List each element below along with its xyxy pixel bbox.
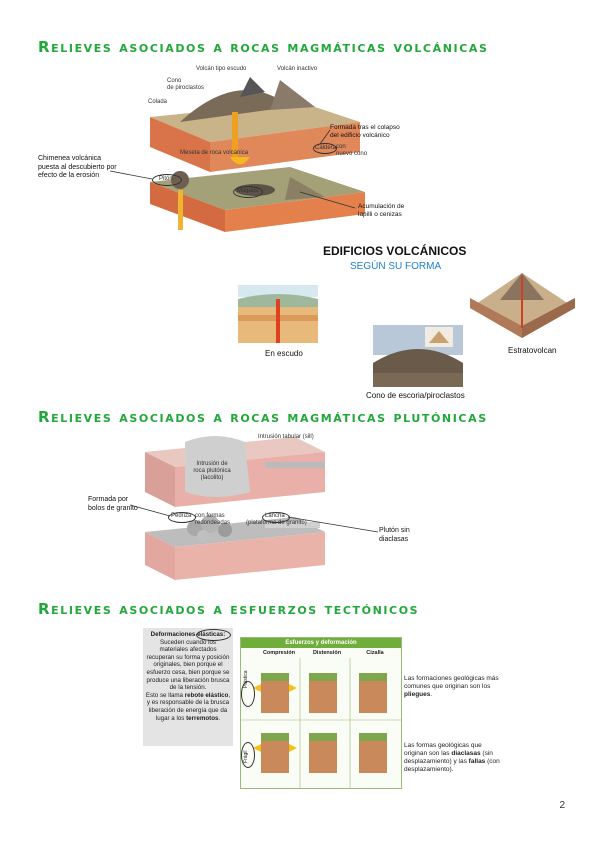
stress-deformation-grid: Esfuerzos y deformación Compresión Diste…	[240, 637, 402, 789]
label-pedriza: Pedriza	[171, 513, 192, 519]
label-sill: Intrusión tabular (sill)	[258, 434, 314, 440]
grid-header: Esfuerzos y deformación	[241, 638, 401, 648]
label-shield-volcano: Volcán tipo escudo	[196, 66, 247, 72]
col-distension: Distensión	[312, 650, 342, 656]
volcanic-leader-lines	[109, 129, 356, 209]
elastic-deformation-box: Deformaciones elásticas: Suceden cuando …	[143, 628, 233, 746]
volcanic-buildings-subtitle: SEGÚN SU FORMA	[350, 261, 442, 272]
granite-note: Formada por bolos de granito	[88, 496, 138, 512]
box-text: Suceden cuando los materiales afectados …	[146, 638, 230, 692]
label-lancha-rest: (plataforma de granito)	[246, 520, 307, 526]
label-laccolith: Intrusión de roca plutónica (lacolito)	[193, 461, 231, 481]
deformation-blocks	[241, 658, 401, 788]
label-lancha: Lancha	[265, 513, 285, 519]
box-text-2: Esto se llama rebote elástico, y es resp…	[145, 691, 231, 722]
label-inactive-volcano: Volcán inactivo	[277, 66, 318, 72]
plutonic-leader-lines	[129, 504, 379, 533]
box-title: Deformaciones elásticas:	[150, 631, 226, 638]
shield-volcano-image	[238, 285, 318, 343]
plastic-oval	[241, 681, 255, 707]
pluton-note: Plutón sin diaclasas	[379, 527, 410, 543]
note-faults: Las formas geológicas que originan son l…	[404, 742, 500, 773]
col-shear: Cizalla	[366, 650, 384, 656]
heading-plutonic: Relieves asociados a rocas magmáticas pl…	[38, 408, 488, 426]
caption-shield: En escudo	[265, 349, 303, 358]
cinder-cone-image	[373, 325, 463, 387]
elastic-oval	[196, 629, 231, 641]
label-lava-flow: Colada	[148, 99, 168, 105]
fragile-oval	[241, 742, 255, 768]
stratovolcano-image	[470, 273, 575, 338]
piton-oval	[152, 174, 182, 186]
label-pedriza-rest: con formas redondeadas	[195, 513, 231, 526]
volcanic-block-diagram	[150, 77, 365, 232]
page-number: 2	[559, 800, 565, 811]
lapilli-note: Acumulación de lapilli o cenizas	[358, 203, 405, 218]
label-new-cone: con nuevo cono	[336, 144, 368, 157]
caldera-note: Formada tras el colapso del edificio vol…	[330, 124, 400, 139]
label-pyroclast-cone: Cono de piroclastos	[167, 78, 205, 91]
caption-cinder-cone: Cono de escoria/piroclastos	[366, 391, 465, 400]
heading-volcanic: Relieves asociados a rocas magmáticas vo…	[38, 38, 489, 56]
malpais-oval	[233, 186, 263, 198]
volcanic-buildings-title: EDIFICIOS VOLCÁNICOS	[323, 244, 467, 258]
chimney-note: Chimenea volcánica puesta al descubierto…	[38, 155, 117, 179]
plutonic-block-diagram	[145, 436, 325, 580]
caldera-oval	[313, 143, 337, 154]
label-plateau: Meseta de roca volcánica	[180, 150, 249, 156]
label-piton: Pitón	[159, 176, 173, 182]
heading-tectonic: Relieves asociados a esfuerzos tectónico…	[38, 600, 420, 618]
col-compression: Compresión	[262, 650, 296, 656]
label-caldera: Caldera	[315, 145, 337, 151]
pedriza-oval	[168, 512, 196, 523]
caption-stratovolcano: Estratovolcan	[508, 346, 557, 355]
label-malpais: Malpaís	[237, 188, 259, 194]
note-folds: Las formaciones geológicas más comunes q…	[404, 675, 499, 698]
